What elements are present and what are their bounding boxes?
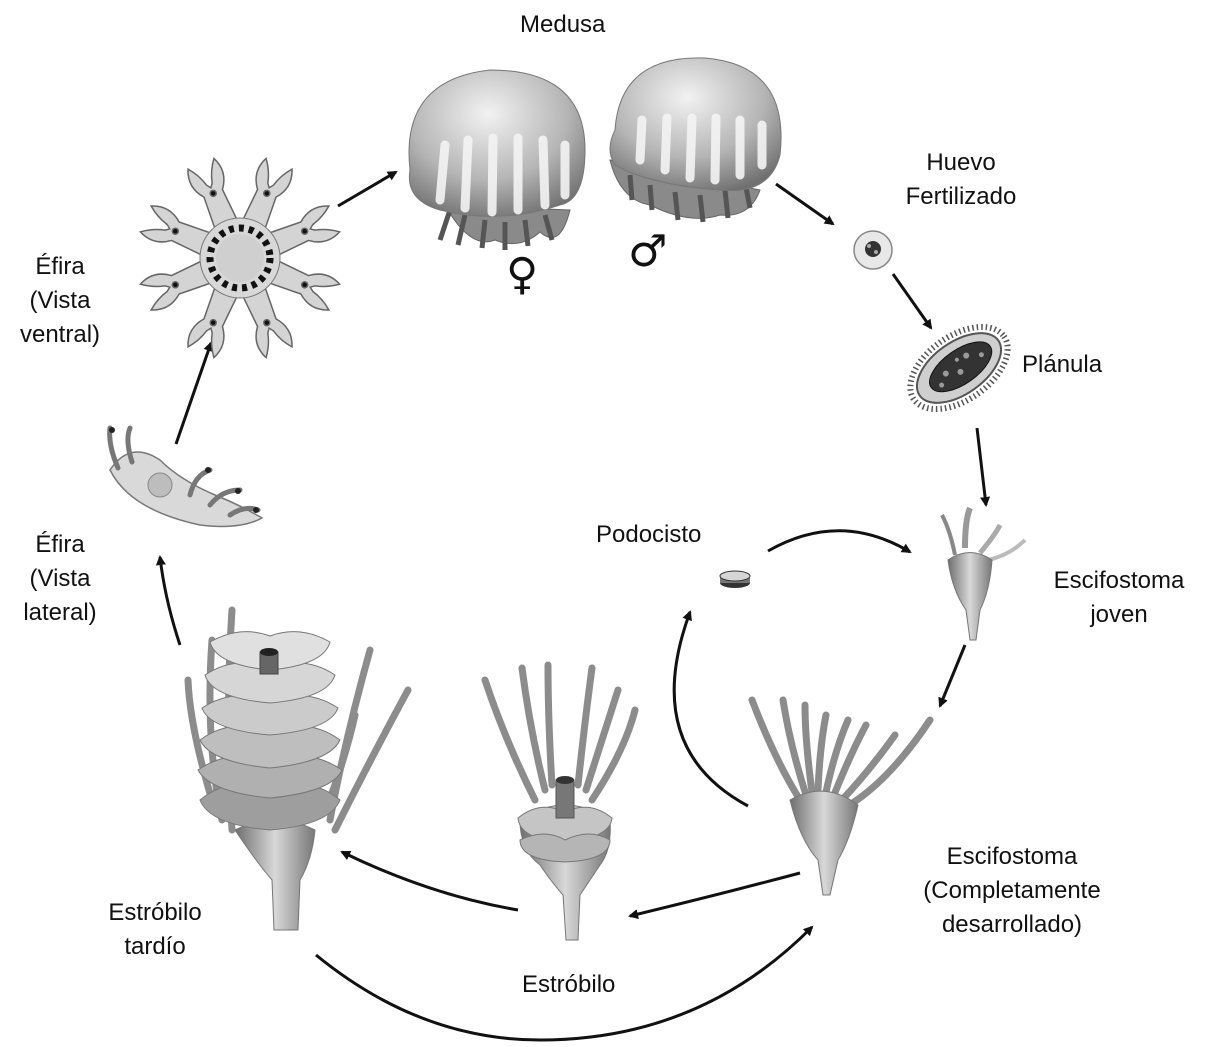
male-symbol: ♂ (628, 230, 667, 274)
arrow-medusa-to-egg (776, 184, 833, 224)
ventral-ephyra-label-line1: Éfira (4, 250, 116, 284)
arrow-egg-to-planula (893, 274, 931, 328)
ventral-ephyra-label: Éfira (Vista ventral) (4, 250, 116, 352)
arrow-lateral-to-ventral-ephyra (176, 343, 211, 444)
arrow-full-scyphistoma-to-podocyst (674, 612, 748, 806)
arrow-planula-to-young-scyphistoma (977, 428, 986, 505)
young-scyphistoma-label: Escifostoma joven (1036, 564, 1202, 632)
arrow-late-strobila-to-lateral-ephyra (160, 557, 180, 645)
strobila-illustration (485, 665, 635, 940)
lateral-ephyra-illustration (109, 427, 262, 526)
male-medusa-illustration (610, 58, 781, 222)
late-strobila-label: Estróbilo tardío (90, 896, 220, 964)
ventral-ephyra-label-line3: ventral) (4, 318, 116, 352)
arrow-ephyra-to-medusa (338, 172, 396, 206)
lateral-ephyra-label-line3: lateral) (6, 596, 114, 630)
fertilized-egg-label-line1: Huevo (888, 146, 1034, 180)
arrow-full-scyphistoma-to-strobila (630, 873, 800, 916)
full-scyphistoma-label-line3: desarrollado) (912, 908, 1112, 942)
planula-label: Plánula (1022, 348, 1102, 382)
full-scyphistoma-label-line1: Escifostoma (912, 840, 1112, 874)
planula-illustration (896, 310, 1023, 426)
fertilized-egg-label: Huevo Fertilizado (888, 146, 1034, 214)
late-strobila-label-line1: Estróbilo (90, 896, 220, 930)
podocyst-illustration (720, 571, 750, 588)
ventral-ephyra-illustration (139, 157, 341, 359)
arrow-strobila-to-late-strobila (342, 852, 518, 910)
fertilized-egg-illustration (854, 231, 892, 269)
full-scyphistoma-illustration (752, 700, 930, 895)
podocyst-label: Podocisto (596, 518, 701, 552)
female-medusa-illustration (409, 70, 585, 250)
arrow-young-to-full-scyphistoma (940, 645, 965, 706)
full-scyphistoma-label: Escifostoma (Completamente desarrollado) (912, 840, 1112, 942)
lateral-ephyra-label: Éfira (Vista lateral) (6, 528, 114, 630)
young-scyphistoma-label-line2: joven (1036, 598, 1202, 632)
fertilized-egg-label-line2: Fertilizado (888, 180, 1034, 214)
late-strobila-illustration (188, 610, 408, 930)
late-strobila-label-line2: tardío (90, 930, 220, 964)
medusa-label: Medusa (520, 8, 605, 42)
young-scyphistoma-illustration (942, 508, 1025, 640)
lateral-ephyra-label-line2: (Vista (6, 562, 114, 596)
full-scyphistoma-label-line2: (Completamente (912, 874, 1112, 908)
female-symbol: ♀ (506, 253, 538, 297)
arrow-podocyst-to-young-scyphistoma (768, 531, 910, 552)
young-scyphistoma-label-line1: Escifostoma (1036, 564, 1202, 598)
strobila-label: Estróbilo (522, 968, 615, 1002)
lateral-ephyra-label-line1: Éfira (6, 528, 114, 562)
ventral-ephyra-label-line2: (Vista (4, 284, 116, 318)
